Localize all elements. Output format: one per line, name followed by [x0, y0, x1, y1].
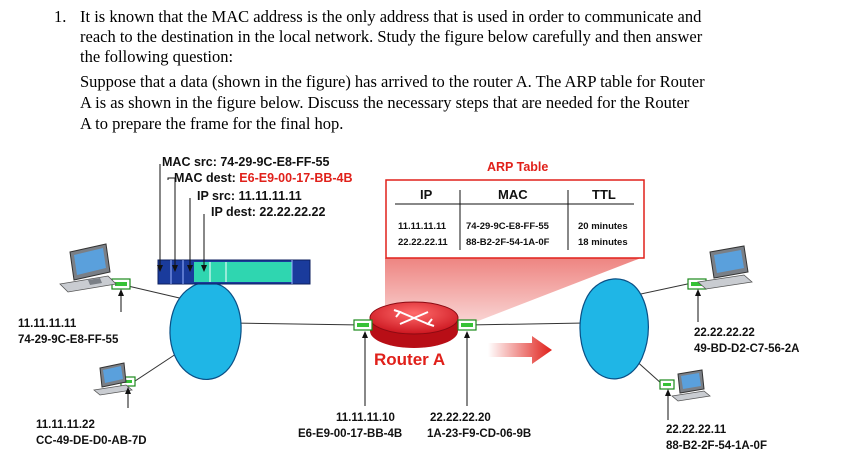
host4-ip: 22.22.22.11 — [666, 424, 727, 436]
arp-row1-ttl: 20 minutes — [578, 221, 628, 232]
forwarding-arrow — [488, 336, 552, 364]
router-left-ip: 11.11.11.10 — [336, 412, 395, 424]
host-computer-icon — [697, 245, 753, 290]
arp-header-mac: MAC — [498, 187, 528, 202]
arrow-mac-src — [157, 265, 163, 272]
arp-table-box — [385, 179, 645, 259]
link-host2-switch — [131, 349, 183, 384]
host3-mac: 49-BD-D2-C7-56-2A — [694, 343, 800, 355]
arrow-router-right — [464, 331, 470, 338]
host2-ip: 11.11.11.22 — [36, 419, 95, 431]
arp-header-ip: IP — [420, 187, 433, 202]
arp-row2-ttl: 18 minutes — [578, 237, 628, 248]
adapter-icon — [353, 319, 373, 331]
arp-row1-ip: 11.11.11.11 — [398, 221, 447, 232]
host1-mac: 74-29-9C-E8-FF-55 — [18, 334, 119, 346]
question-number: 1. — [54, 7, 67, 26]
question-line-3: the following question: — [80, 47, 234, 66]
arp-row2-ip: 22.22.22.11 — [398, 237, 448, 248]
link-switch-router — [231, 322, 363, 326]
right-subnet-cloud — [579, 278, 649, 380]
frame-ip-dest: IP dest: 22.22.22.22 — [211, 205, 326, 219]
question-line-4: Suppose that a data (shown in the figure… — [80, 72, 705, 91]
host-computer-icon — [671, 369, 711, 402]
arrow-h1 — [118, 289, 124, 296]
host3-ip: 22.22.22.22 — [694, 327, 755, 339]
arrow-ip-src — [187, 265, 193, 272]
link-host1-switch — [127, 285, 189, 301]
left-subnet-cloud — [169, 281, 242, 380]
router-icon — [393, 309, 435, 327]
frame-mac-dest-label: MAC dest: — [174, 171, 240, 185]
pointer-mac-dest — [167, 177, 176, 270]
question-line-1: It is known that the MAC address is the … — [80, 7, 702, 26]
arrow-h3 — [695, 289, 701, 296]
router-left-mac: E6-E9-00-17-BB-4B — [298, 428, 403, 440]
arrow-h4 — [665, 389, 671, 396]
adapter-icon — [659, 379, 675, 390]
arp-table-title: ARP Table — [487, 160, 549, 174]
question-line-5: A is as shown in the figure below. Discu… — [80, 93, 690, 112]
host1-ip: 11.11.11.11 — [18, 318, 77, 330]
adapter-icon — [457, 319, 477, 331]
question-line-6: A to prepare the frame for the final hop… — [80, 114, 344, 133]
arrow-ip-dest — [201, 265, 207, 272]
router-right-ip: 22.22.22.20 — [430, 412, 491, 424]
question-line-2: reach to the destination in the local ne… — [80, 27, 703, 46]
frame-mac-dest-value: E6-E9-00-17-BB-4B — [239, 171, 353, 185]
host-computer-icon — [59, 243, 117, 293]
arp-header-ttl: TTL — [592, 187, 616, 202]
host2-mac: CC-49-DE-D0-AB-7D — [36, 435, 147, 447]
arrow-router-left — [362, 331, 368, 338]
router-right-mac: 1A-23-F9-CD-06-9B — [427, 428, 532, 440]
router-name: Router A — [374, 350, 446, 369]
frame-ip-src: IP src: 11.11.11.11 — [197, 189, 302, 203]
arrow-h2 — [125, 387, 131, 394]
host4-mac: 88-B2-2F-54-1A-0F — [666, 440, 767, 452]
arp-row2-mac: 88-B2-2F-54-1A-0F — [466, 237, 550, 248]
arrow-mac-dest — [172, 265, 178, 272]
arp-row1-mac: 74-29-9C-E8-FF-55 — [466, 221, 549, 232]
frame-payload — [194, 262, 292, 282]
link-router-switch2 — [467, 322, 586, 326]
host-computer-icon — [93, 362, 133, 396]
frame-mac-dest: MAC dest: E6-E9-00-17-BB-4B — [174, 171, 353, 185]
frame-mac-src: MAC src: 74-29-9C-E8-FF-55 — [162, 155, 330, 169]
